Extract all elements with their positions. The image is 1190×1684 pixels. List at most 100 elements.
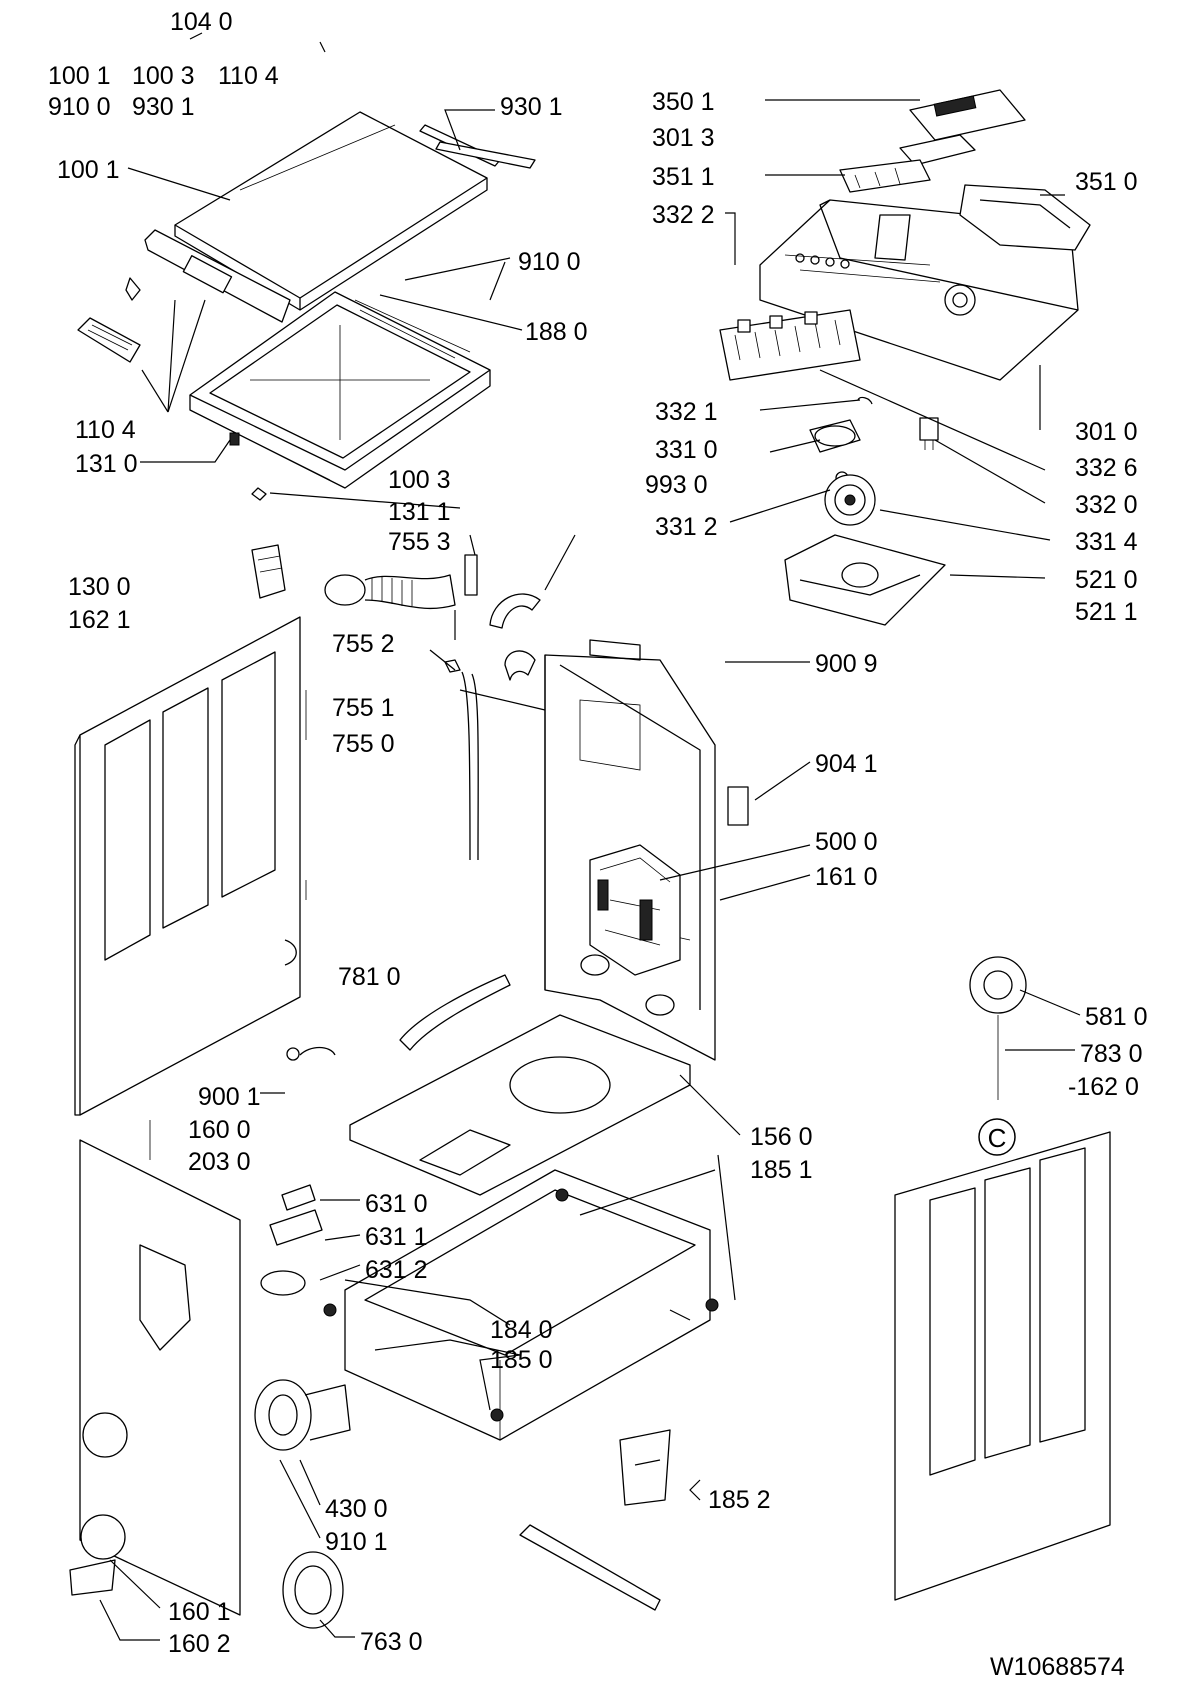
leader-lines: [99, 32, 1081, 1641]
pulley-part: [969, 956, 1027, 1100]
valve-631-parts: [260, 1184, 323, 1296]
clip-131-0-part: [229, 432, 240, 446]
part-label: 160 2: [168, 1630, 231, 1658]
part-label: 161 0: [815, 863, 878, 891]
view-marker-c: C: [978, 1118, 1016, 1156]
selector-knob-part: [809, 396, 876, 526]
top-frame-part: [189, 291, 491, 489]
part-label: 100 3: [388, 466, 451, 494]
part-label: 331 0: [655, 436, 718, 464]
part-label: 755 3: [388, 528, 451, 556]
part-label: 332 0: [1075, 491, 1138, 519]
part-label: 331 2: [655, 513, 718, 541]
part-label: 131 1: [388, 498, 451, 526]
elbow-fittings-part: [489, 593, 541, 681]
part-label: 910 0: [518, 248, 581, 276]
clip-131-1-part: [251, 487, 267, 501]
bracket-351-part: [959, 184, 1091, 251]
part-label: 130 0: [68, 573, 131, 601]
part-label: 188 0: [525, 318, 588, 346]
top-lid-part: [174, 111, 488, 311]
part-label: 783 0: [1080, 1040, 1143, 1068]
part-label: 104 0: [170, 8, 233, 36]
part-label: 100 3: [132, 62, 195, 90]
part-label: 100 1: [48, 62, 111, 90]
part-label: 763 0: [360, 1628, 423, 1656]
part-label: 110 4: [75, 416, 136, 444]
control-console-part: [759, 199, 1079, 381]
part-label: 521 0: [1075, 566, 1138, 594]
front-panel-part: [79, 1139, 241, 1616]
chassis-part: [323, 1169, 719, 1441]
lever-arm-part: [519, 1524, 661, 1611]
button-holder-part: [839, 159, 931, 193]
part-label: 430 0: [325, 1495, 388, 1523]
part-label: 203 0: [188, 1148, 251, 1176]
part-label: 185 0: [490, 1346, 553, 1374]
display-board-part: [909, 89, 1026, 141]
keypad-board-part: [719, 309, 861, 381]
part-label: 930 1: [132, 93, 195, 121]
left-side-panel-part: [74, 616, 301, 1116]
part-label: 160 1: [168, 1598, 231, 1626]
part-label: 332 6: [1075, 454, 1138, 482]
filter-part: [282, 1551, 344, 1629]
part-label: 910 0: [48, 93, 111, 121]
door-cover-part: [69, 1514, 126, 1596]
part-label: 781 0: [338, 963, 401, 991]
part-label: 521 1: [1075, 598, 1138, 626]
part-label: 332 2: [652, 201, 715, 229]
part-drawings: [69, 89, 1111, 1629]
part-label: 160 0: [188, 1116, 251, 1144]
part-label: 100 1: [57, 156, 120, 184]
part-label: 185 1: [750, 1156, 813, 1184]
part-label: 993 0: [645, 471, 708, 499]
part-label: 755 2: [332, 630, 395, 658]
part-label: 131 0: [75, 450, 138, 478]
part-label: 755 0: [332, 730, 395, 758]
connector-904-part: [727, 786, 749, 826]
part-label: 631 1: [365, 1223, 428, 1251]
part-label: 331 4: [1075, 528, 1138, 556]
fastener-marks-part: [149, 690, 307, 1160]
view-marker-letter: C: [988, 1123, 1007, 1153]
part-label: 900 9: [815, 650, 878, 678]
part-label: 500 0: [815, 828, 878, 856]
document-number: W10688574: [990, 1653, 1125, 1681]
part-label: 631 0: [365, 1190, 428, 1218]
part-label: 631 2: [365, 1256, 428, 1284]
part-label: 930 1: [500, 93, 563, 121]
part-label: 185 2: [708, 1486, 771, 1514]
connector-block-part: [251, 544, 286, 599]
strip-930-part: [419, 124, 536, 169]
latch-part: [77, 277, 141, 363]
console-base-part: [784, 534, 946, 626]
part-label: 755 1: [332, 694, 395, 722]
part-label: 332 1: [655, 398, 718, 426]
display-lens-part: [899, 134, 976, 166]
part-label: 581 0: [1085, 1003, 1148, 1031]
drain-pump-part: [254, 1379, 351, 1451]
part-labels: 104 0 100 1 100 3 110 4 910 0 930 1 930 …: [48, 8, 1148, 1681]
drain-hose-part: [429, 649, 479, 861]
part-label: 900 1: [198, 1083, 261, 1111]
control-module-part: [589, 844, 681, 976]
part-label: 904 1: [815, 750, 878, 778]
part-label: 350 1: [652, 88, 715, 116]
part-label: 910 1: [325, 1528, 388, 1556]
part-label: 301 3: [652, 124, 715, 152]
part-label: 351 0: [1075, 168, 1138, 196]
part-label: -162 0: [1068, 1073, 1139, 1101]
part-label: 351 1: [652, 163, 715, 191]
part-label: 110 4: [218, 62, 279, 90]
bracket-185-2-part: [619, 1429, 671, 1506]
switch-332-part: [919, 417, 939, 450]
part-label: 301 0: [1075, 418, 1138, 446]
lid-handle-strip-part: [144, 229, 291, 323]
right-side-panel-part: [894, 1131, 1111, 1601]
part-label: 162 1: [68, 606, 131, 634]
bellows-hose-part: [324, 554, 478, 609]
part-label: 184 0: [490, 1316, 553, 1344]
part-label: 156 0: [750, 1123, 813, 1151]
